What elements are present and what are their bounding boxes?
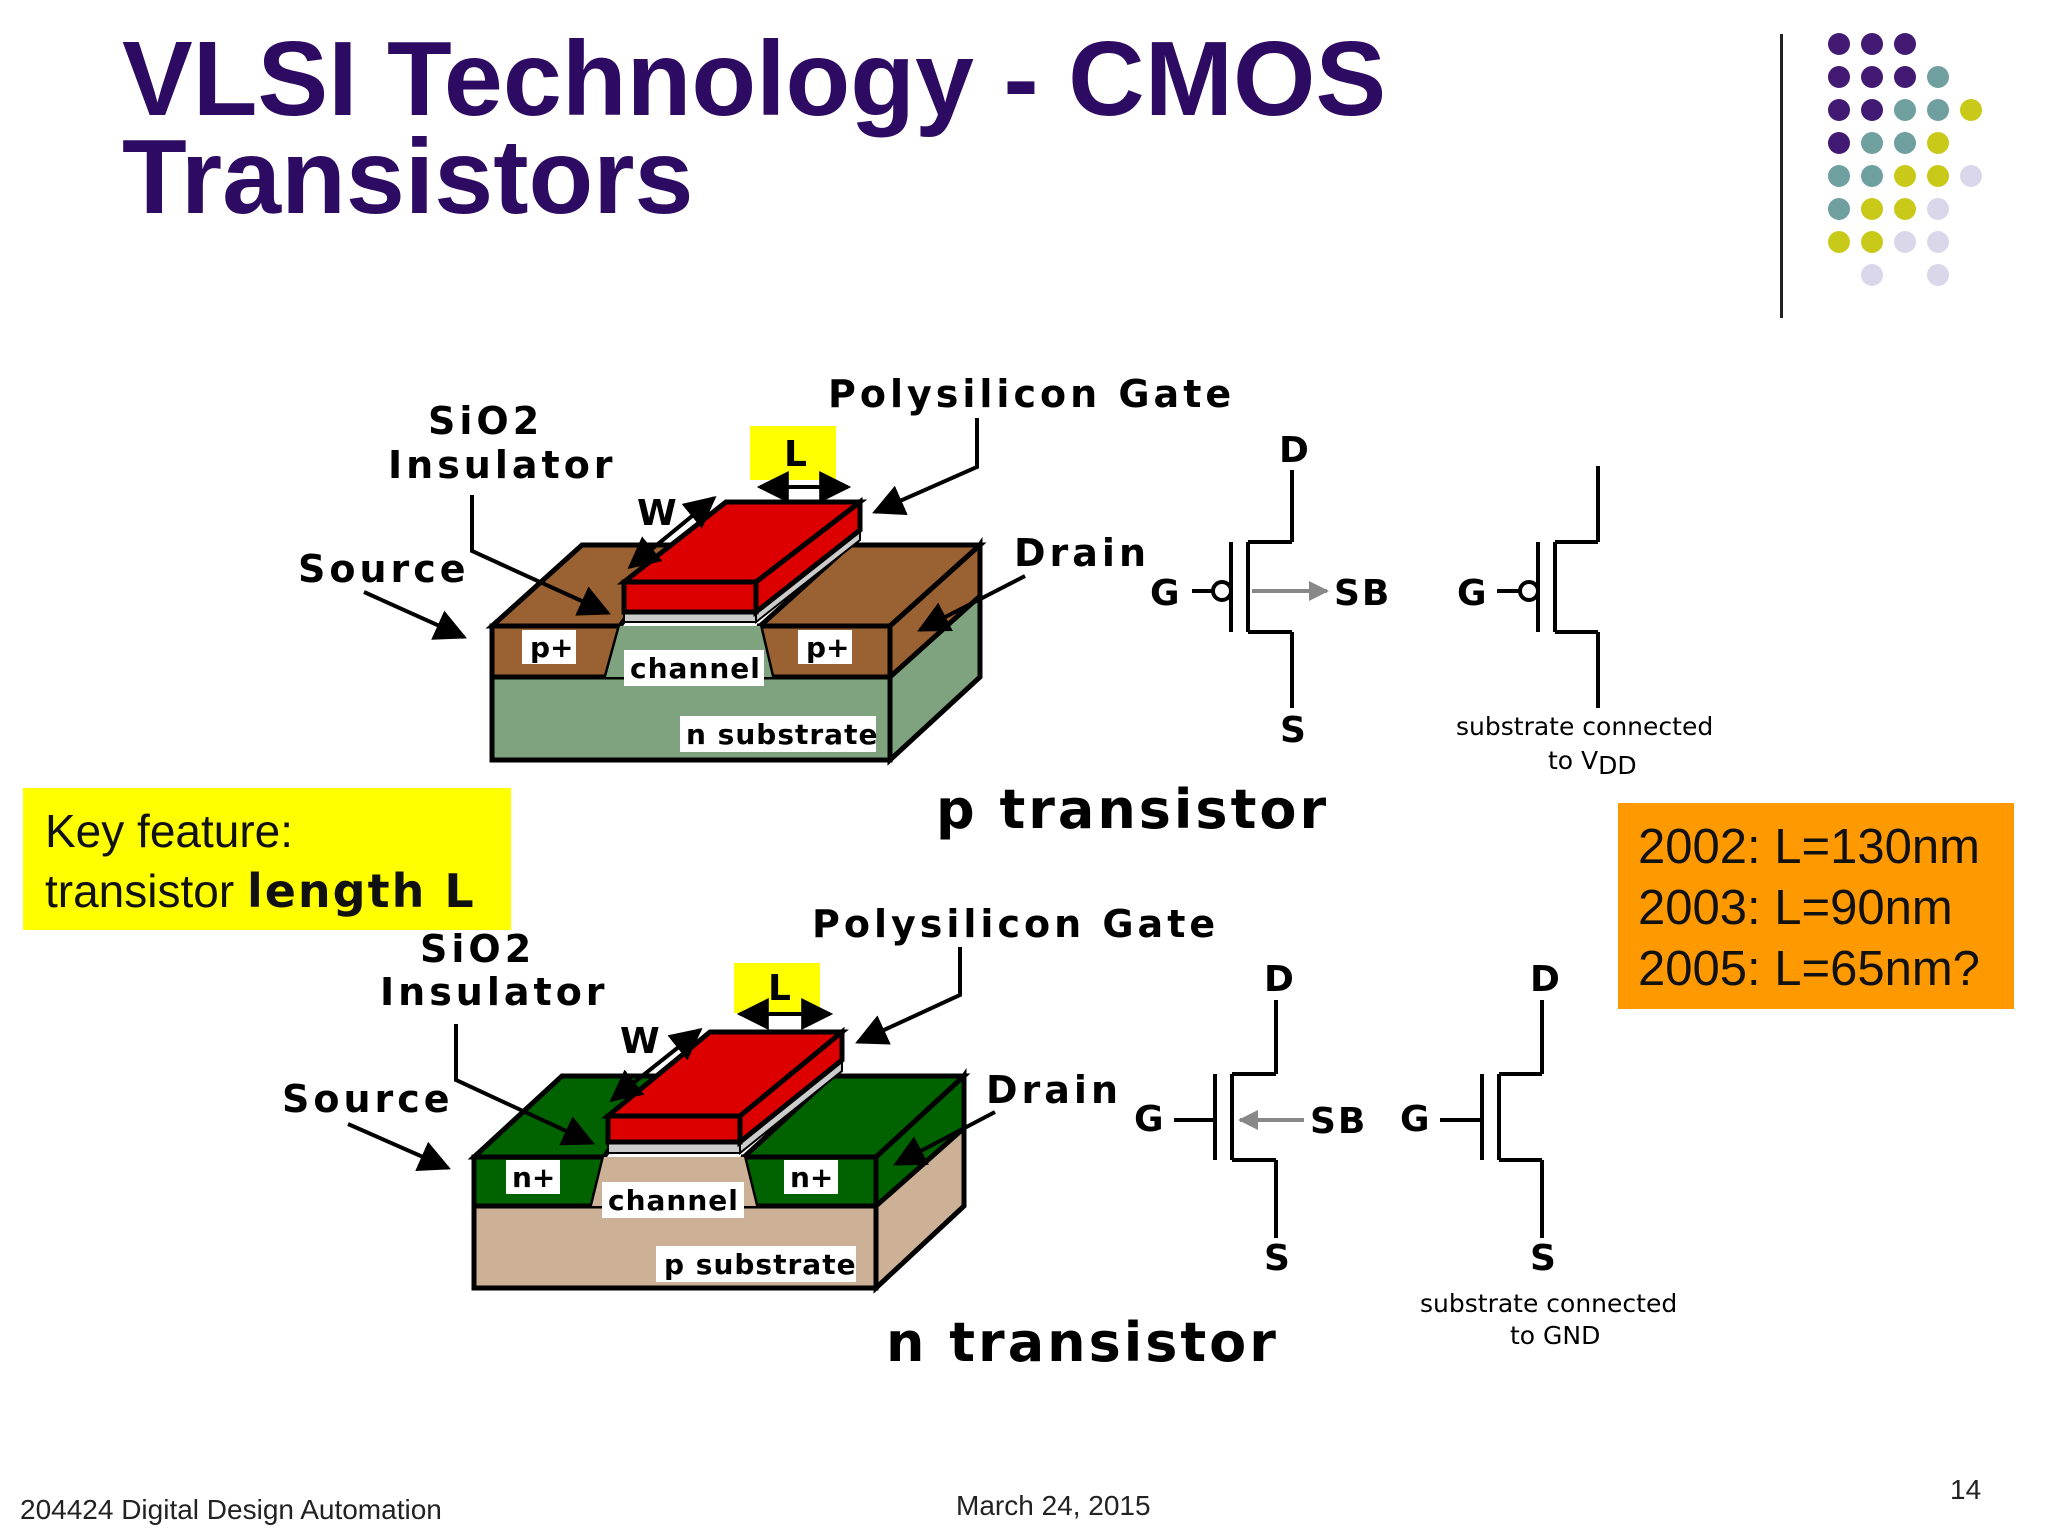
p-drain-leader (917, 574, 1026, 632)
p-substrate-label: n substrate (686, 718, 878, 751)
n-width-label: W (620, 1021, 660, 1062)
n-sym2-source-label: S (1530, 1238, 1556, 1279)
n-sym-sb-label: SB (1310, 1101, 1367, 1142)
n-well-right-label: n+ (790, 1161, 833, 1194)
p-sym2-note-line1: substrate connected (1456, 712, 1713, 741)
n-insulator-label-1: SiO2 (420, 927, 535, 971)
n-transistor-cross-section: n+ n+ channel p substrate L W Polysilico… (282, 902, 1279, 1374)
n-transistor-symbol-simplified: D G S substrate connected to GND (1400, 959, 1677, 1350)
n-transistor-symbol: D G SB S (1134, 959, 1367, 1279)
p-well-left-label: p+ (530, 631, 574, 664)
p-channel-label: channel (630, 652, 761, 685)
p-sym-source-label: S (1280, 710, 1306, 751)
n-drain-label: Drain (986, 1068, 1122, 1112)
n-width-arrow (609, 1028, 703, 1102)
p-sym2-gate-label: G (1457, 573, 1487, 614)
decorative-dot-grid (1828, 33, 1982, 286)
p-sym-sb-label: SB (1334, 573, 1391, 614)
p-insulator-leader (470, 495, 611, 616)
key-feature-line1: Key feature: (45, 805, 294, 857)
n-sym-gate-label: G (1134, 1099, 1164, 1140)
p-insulator-label-2: Insulator (388, 443, 617, 487)
n-sym-drain-label: D (1264, 959, 1294, 1000)
n-sym2-note-line2: to GND (1510, 1321, 1600, 1350)
gate-length-timeline-callout: 2002: L=130nm 2003: L=90nm 2005: L=65nm? (1618, 803, 2014, 1009)
year-line: 2003: L=90nm (1638, 881, 1953, 935)
n-sym2-drain-label: D (1530, 959, 1560, 1000)
n-insulator-leader (454, 1024, 595, 1146)
year-line: 2002: L=130nm (1638, 820, 1980, 874)
key-feature-callout: Key feature: transistor length L (23, 788, 511, 930)
p-transistor-cross-section: p+ p+ channel n substrate L W Polysilico… (298, 372, 1329, 841)
title-line-1: VLSI Technology - CMOS (122, 20, 1387, 138)
p-gate-front (621, 579, 759, 615)
key-feature-line2: transistor length L (45, 864, 476, 918)
slide-title: VLSI Technology - CMOS Transistors (122, 26, 1422, 230)
p-gate-leader (872, 418, 979, 516)
p-insulator-label-1: SiO2 (428, 399, 543, 443)
n-insulator-label-2: Insulator (380, 970, 609, 1014)
p-width-arrow (627, 495, 717, 570)
p-sym-gate-label: G (1150, 573, 1180, 614)
n-length-label: L (768, 968, 791, 1009)
p-transistor-symbol: D G SB S (1150, 430, 1391, 751)
p-length-label: L (784, 434, 807, 475)
p-sym-inversion-bubble (1211, 580, 1233, 602)
n-gate-front (605, 1113, 743, 1145)
n-source-label: Source (282, 1077, 454, 1121)
n-source-leader (347, 1122, 451, 1172)
p-source-leader (363, 590, 467, 640)
n-substrate-label: p substrate (664, 1248, 857, 1281)
n-gate-leader (855, 947, 962, 1045)
footer-course: 204424 Digital Design Automation (20, 1494, 442, 1525)
n-sym2-gate-label: G (1400, 1099, 1430, 1140)
n-drain-leader (893, 1110, 996, 1166)
p-sym2-note-line2: to VDD (1548, 746, 1637, 780)
p-source-label: Source (298, 547, 470, 591)
n-sym2-note-line1: substrate connected (1420, 1289, 1677, 1318)
n-well-left-label: n+ (512, 1161, 555, 1194)
p-transistor-caption: p transistor (936, 778, 1329, 841)
n-channel-label: channel (608, 1184, 739, 1217)
title-divider (1780, 34, 1783, 318)
p-width-label: W (637, 493, 677, 534)
n-transistor-caption: n transistor (886, 1311, 1279, 1374)
n-sym-source-label: S (1264, 1238, 1290, 1279)
dot-grid-icon (1828, 33, 1982, 286)
p-well-right-label: p+ (806, 631, 850, 664)
p-gate-label: Polysilicon Gate (828, 372, 1235, 416)
year-line: 2005: L=65nm? (1638, 942, 1980, 996)
p-transistor-symbol-simplified: G substrate connected to VDD (1456, 466, 1713, 780)
n-gate-label: Polysilicon Gate (812, 902, 1219, 946)
footer-date: March 24, 2015 (956, 1490, 1151, 1521)
page-number: 14 (1950, 1474, 1982, 1505)
p-sym-drain-label: D (1279, 430, 1309, 471)
p-drain-label: Drain (1014, 531, 1150, 575)
title-line-2: Transistors (122, 118, 694, 236)
